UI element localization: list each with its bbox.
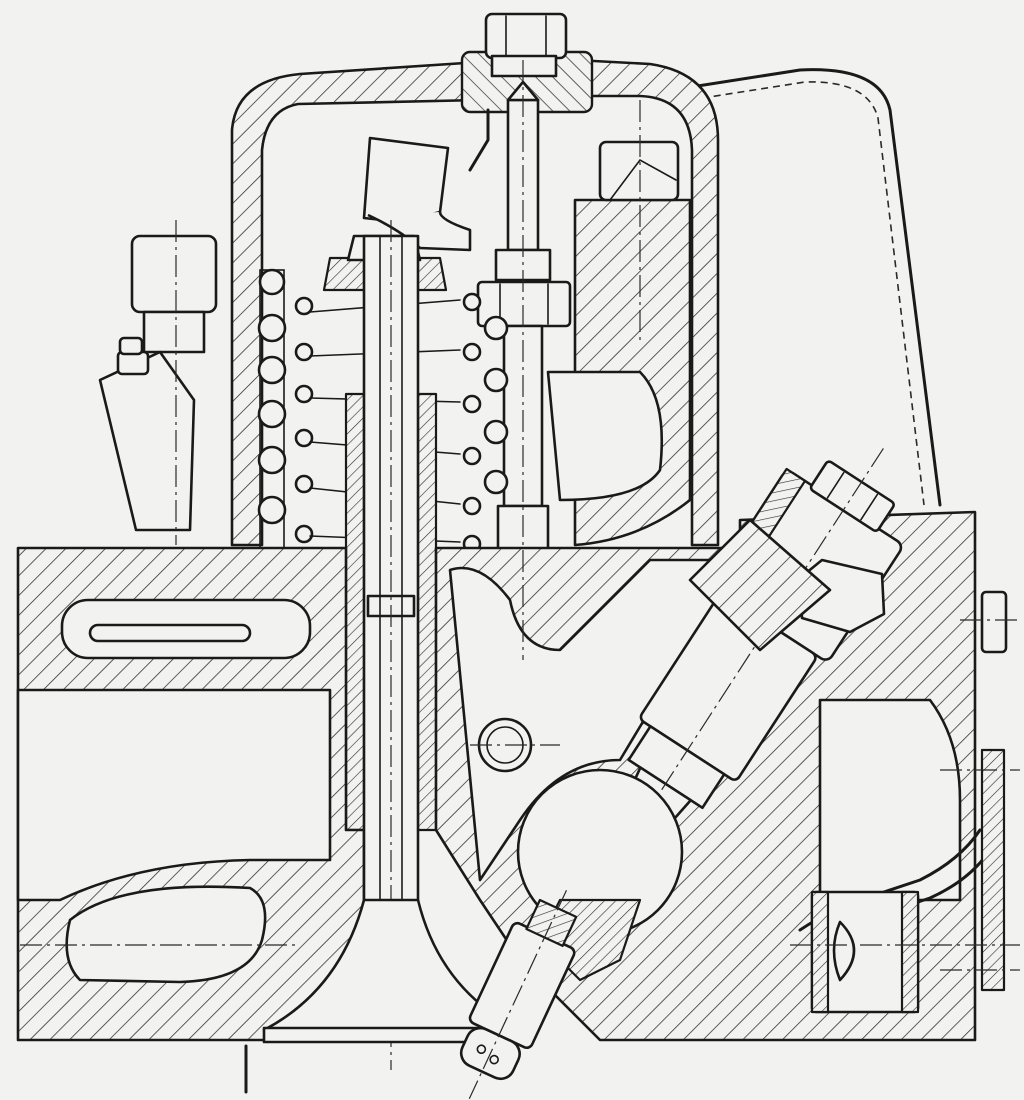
pushrod-bore — [470, 717, 560, 773]
coolant-passage — [60, 598, 312, 984]
fuel-line — [798, 590, 1020, 992]
side-fitting — [98, 220, 218, 545]
rocker-pedestal — [546, 140, 692, 547]
centerlines — [20, 60, 1020, 971]
rocker-arm — [362, 108, 490, 252]
valve-stem — [362, 220, 420, 1070]
lifting-eye-bracket — [790, 890, 1020, 1014]
cover-cap-nut — [484, 12, 568, 78]
outer-valve-spring — [257, 268, 314, 579]
injector-clamp-nut — [688, 518, 886, 652]
glow-plug — [459, 890, 578, 1100]
breather-pipe — [670, 68, 942, 507]
